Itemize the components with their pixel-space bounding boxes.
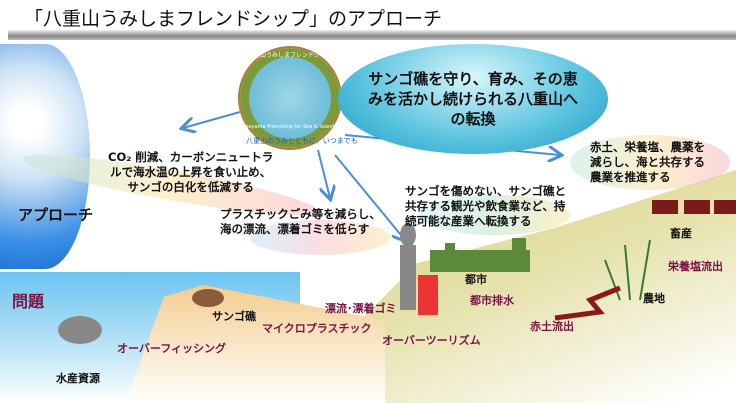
arrow-tourism bbox=[334, 154, 405, 240]
suitcase-icon bbox=[418, 275, 438, 315]
approach-plastic: プラスチックごみ等を減らし、 海の漂流、漂着ゴミを低らす bbox=[220, 207, 381, 237]
arrow-plastic bbox=[317, 149, 330, 198]
arrow-co2 bbox=[183, 111, 241, 128]
logo-tagline: 八重山のうみとともに、いつまでも bbox=[246, 137, 358, 145]
cattle-icons bbox=[652, 200, 736, 214]
problem-urban-wastewater: 都市排水 bbox=[470, 294, 514, 307]
ribbon-3 bbox=[420, 195, 570, 235]
approach-agriculture: 赤土、栄養塩、農薬を 減らし、海と共存する 農業を推進する bbox=[590, 140, 705, 185]
tourist-silhouette bbox=[400, 223, 416, 310]
text-line: 共存する観光や飲食業など、持 bbox=[405, 198, 566, 213]
text-line: 続可能な産業へ転換する bbox=[405, 213, 532, 228]
friendship-logo bbox=[240, 48, 340, 148]
text-line: サンゴの白化を低減する bbox=[127, 179, 254, 194]
text-line: ルで海水温の上昇を食い止め、 bbox=[110, 164, 272, 179]
city-skyline bbox=[430, 238, 530, 272]
logo-name-jp: 八重山うみしまフレンドシップ bbox=[247, 52, 332, 59]
problem-drifting-debris: 漂流･漂着ゴミ bbox=[325, 302, 397, 315]
label-fish-resources: 水産資源 bbox=[56, 372, 100, 385]
logo-name-en: Yaeyama Friendship for Sea & Islands bbox=[243, 124, 337, 130]
problem-red-soil-runoff: 赤土流出 bbox=[530, 320, 574, 333]
problem-overtourism: オーバーツーリズム bbox=[382, 334, 481, 347]
text-line: サンゴを傷めない、サンゴ礁と bbox=[405, 184, 566, 198]
vision-bubble: サンゴ礁を守り、育み、その恵みを活かし続けられる八重山への転換 bbox=[338, 44, 608, 154]
title-divider bbox=[8, 30, 736, 40]
label-farmland: 農地 bbox=[643, 292, 665, 305]
fish-icon bbox=[58, 316, 102, 344]
label-city: 都市 bbox=[465, 273, 487, 286]
coral-icon bbox=[192, 289, 224, 307]
sugarcane-icon bbox=[604, 239, 651, 301]
page-title: 「八重山うみしまフレンドシップ」のアプローチ bbox=[24, 8, 443, 30]
label-livestock: 畜産 bbox=[670, 227, 692, 240]
approach-tourism: サンゴを傷めない、サンゴ礁と 共存する観光や飲食業など、持 続可能な産業へ転換す… bbox=[405, 184, 566, 229]
ribbon-2 bbox=[250, 220, 390, 255]
text-line: 減らし、海と共存する bbox=[590, 154, 705, 169]
problem-microplastic: マイクロプラスチック bbox=[262, 322, 372, 335]
red-soil-stream bbox=[554, 285, 621, 321]
problem-nutrient-runoff: 栄養塩流出 bbox=[668, 260, 723, 273]
label-coral-reef: サンゴ礁 bbox=[212, 310, 256, 323]
text-line: 海の漂流、漂着ゴミを低らす bbox=[220, 221, 370, 236]
approach-co2: CO₂ 削減、カーボンニュートラ ルで海水温の上昇を食い止め、 サンゴの白化を低… bbox=[108, 150, 273, 195]
text-line: CO₂ 削減、カーボンニュートラ bbox=[108, 150, 274, 164]
ribbon-4 bbox=[570, 135, 730, 190]
text-line: プラスチックごみ等を減らし、 bbox=[220, 207, 381, 221]
text-line: 赤土、栄養塩、農薬を bbox=[590, 140, 705, 154]
text-line: 農業を推進する bbox=[590, 169, 671, 184]
approach-label: アプローチ bbox=[18, 206, 94, 224]
problem-overfishing: オーバーフィッシング bbox=[117, 342, 227, 355]
problem-label: 問題 bbox=[12, 292, 45, 311]
